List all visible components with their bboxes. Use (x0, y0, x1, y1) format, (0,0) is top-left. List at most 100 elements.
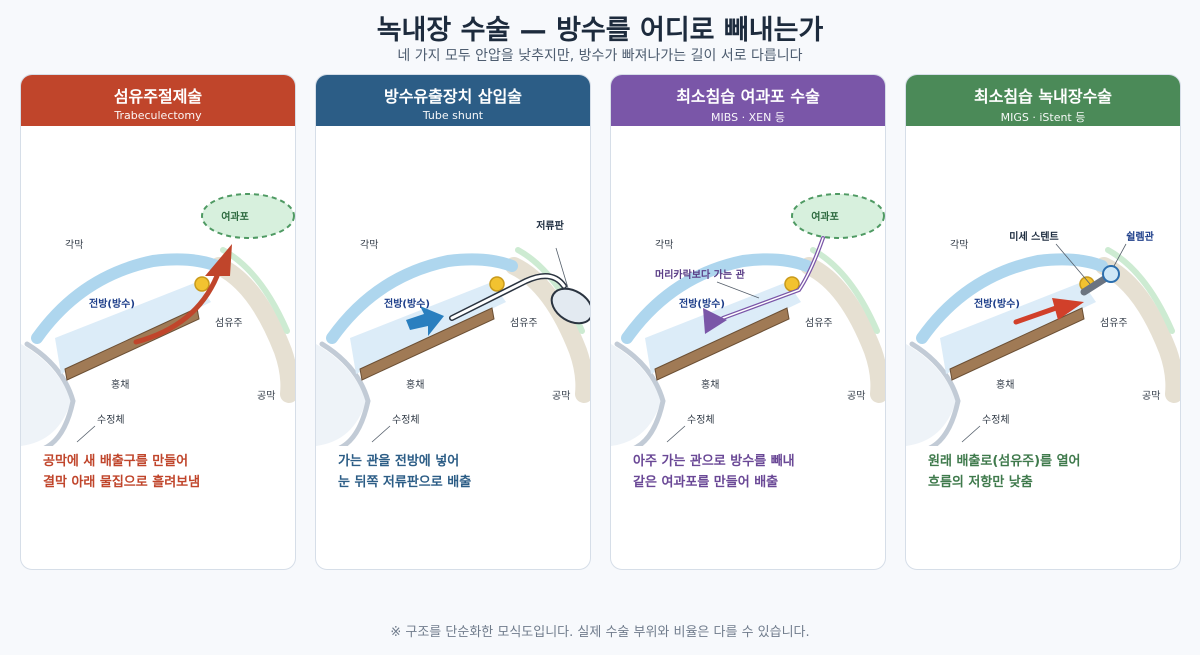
card-title: 최소침습 녹내장수술 (973, 87, 1113, 106)
eye-diagram: 여과포 머리카락보다 가는 관 각막 전방(방수) 섬유주 홍채 공막 수정체 (611, 193, 885, 446)
lens-capsule (909, 341, 961, 446)
reservoir-plate (550, 287, 590, 325)
lens-label: 수정체 (97, 414, 125, 426)
cornea (621, 253, 813, 344)
cornea (916, 253, 1108, 344)
caption-line: 눈 뒤쪽 저류판으로 배출 (338, 475, 472, 490)
plate-leader-line (555, 247, 569, 289)
drainage-tube-lumen (450, 274, 566, 320)
schlemm-canal (1102, 265, 1120, 283)
card-header: 섬유주절제술 Trabeculectomy (21, 75, 295, 126)
card-trabeculectomy: 섬유주절제술 Trabeculectomy 여과포 각막 전방(방수) 섬유주 … (20, 74, 296, 570)
sclera-label: 공막 (1142, 390, 1160, 402)
anterior-chamber-label: 전방(방수) (89, 297, 135, 310)
sclera (505, 257, 590, 403)
lens-capsule (24, 341, 76, 446)
iris (359, 307, 495, 381)
card-subtitle: MIGS · iStent 등 (1000, 111, 1086, 124)
sclera-label: 공막 (552, 390, 570, 402)
bleb-label: 여과포 (811, 210, 839, 223)
iris (654, 307, 790, 381)
micro-stent (1080, 274, 1110, 296)
bleb (791, 193, 885, 239)
plate-label: 저류판 (536, 219, 564, 232)
card-subtitle: Tube shunt (422, 109, 484, 122)
lens-leader-line (666, 425, 686, 443)
caption-line: 결막 아래 물집으로 흘려보냄 (43, 475, 201, 490)
card-title: 최소침습 여과포 수술 (676, 87, 820, 106)
cornea-label: 각막 (65, 239, 83, 251)
iris (949, 307, 1085, 381)
micro-tube-label: 머리카락보다 가는 관 (655, 268, 746, 281)
caption-line: 공막에 새 배출구를 만들어 (43, 454, 189, 469)
footnote: ※ 구조를 단순화한 모식도입니다. 실제 수술 부위와 비율은 다를 수 있습… (390, 625, 810, 640)
card-header: 최소침습 여과포 수술 MIBS · XEN 등 (611, 75, 885, 126)
lens-capsule (614, 341, 666, 446)
lens-leader-line (76, 425, 96, 443)
sclera (1095, 257, 1180, 403)
conjunctiva (810, 247, 880, 334)
anterior-chamber-label: 전방(방수) (384, 297, 430, 310)
caption-line: 가는 관을 전방에 넣어 (338, 454, 460, 469)
eye-diagram: 미세 스텐트 쉴렘관 각막 전방(방수) 섬유주 홍채 공막 수정체 (906, 230, 1180, 446)
flow-arrow (133, 273, 220, 345)
tube-leader-line (716, 281, 760, 299)
lens (906, 344, 956, 446)
card-caption: 공막에 새 배출구를 만들어 결막 아래 물집으로 흘려보냄 (43, 451, 283, 493)
page-subtitle: 네 가지 모두 안압을 낮추지만, 방수가 빠져나가는 길이 서로 다릅니다 (397, 48, 803, 64)
card-title: 방수유출장치 삽입술 (383, 87, 523, 106)
lens (21, 344, 71, 446)
sclera-label: 공막 (847, 390, 865, 402)
lens-leader-line (961, 425, 981, 443)
anterior-chamber-label: 전방(방수) (679, 297, 725, 310)
trabecular-meshwork-label: 섬유주 (510, 317, 538, 329)
anterior-chamber (55, 282, 211, 374)
lens-capsule (319, 341, 371, 446)
card-caption: 가는 관을 전방에 넣어 눈 뒤쪽 저류판으로 배출 (338, 451, 578, 493)
iris-label: 홍채 (701, 378, 719, 391)
iris-label: 홍채 (111, 378, 129, 391)
iris-label: 홍채 (406, 378, 424, 391)
cornea (31, 253, 223, 344)
cornea-label: 각막 (655, 239, 673, 251)
iris-label: 홍채 (996, 378, 1014, 391)
card-tube-shunt: 방수유출장치 삽입술 Tube shunt 저류판 각막 전방(방수) 섬유주 … (315, 74, 591, 570)
trabecular-meshwork (489, 276, 505, 292)
iris (64, 307, 200, 381)
card-title: 섬유주절제술 (113, 87, 203, 106)
bleb-label: 여과포 (221, 210, 249, 223)
flow-arrow (1013, 305, 1059, 325)
flow-arrow-head (205, 244, 232, 276)
caption-line: 흐름의 저항만 낮춤 (928, 475, 1033, 490)
caption-line: 원래 배출로(섬유주)를 열어 (928, 454, 1081, 469)
page-title: 녹내장 수술 — 방수를 어디로 빼내는가 (376, 15, 824, 46)
card-subtitle: MIBS · XEN 등 (711, 111, 785, 124)
lens-label: 수정체 (687, 414, 715, 426)
card-header: 최소침습 녹내장수술 MIGS · iStent 등 (906, 75, 1180, 126)
trabecular-meshwork-label: 섬유주 (805, 317, 833, 329)
card-subtitle: Trabeculectomy (114, 109, 202, 122)
flow-arrow (703, 308, 727, 334)
card-migs: 최소침습 녹내장수술 MIGS · iStent 등 미세 스텐트 쉴렘관 각막… (905, 74, 1181, 570)
lens (611, 344, 661, 446)
trabecular-meshwork-label: 섬유주 (1100, 317, 1128, 329)
conjunctiva (1105, 247, 1175, 334)
anterior-chamber-label: 전방(방수) (974, 297, 1020, 310)
card-caption: 원래 배출로(섬유주)를 열어 흐름의 저항만 낮춤 (928, 451, 1168, 493)
eye-diagram: 저류판 각막 전방(방수) 섬유주 홍채 공막 수정체 (316, 219, 590, 446)
sclera-label: 공막 (257, 390, 275, 402)
trabecular-meshwork-label: 섬유주 (215, 317, 243, 329)
stent-leader-line (1055, 243, 1091, 285)
micro-tube-lumen (722, 237, 824, 319)
cornea-label: 각막 (950, 239, 968, 251)
flow-arrow (406, 306, 444, 336)
sclera (800, 257, 885, 403)
card-mibs: 최소침습 여과포 수술 MIBS · XEN 등 여과포 머리카락보다 가는 관… (610, 74, 886, 570)
eye-diagram: 여과포 각막 전방(방수) 섬유주 홍채 공막 수정체 (21, 193, 295, 446)
lens-label: 수정체 (982, 414, 1010, 426)
lens-leader-line (371, 425, 391, 443)
stent-label: 미세 스텐트 (1009, 230, 1058, 243)
bleb (201, 193, 295, 239)
cornea-label: 각막 (360, 239, 378, 251)
caption-line: 아주 가는 관으로 방수를 빼내 (633, 454, 795, 469)
